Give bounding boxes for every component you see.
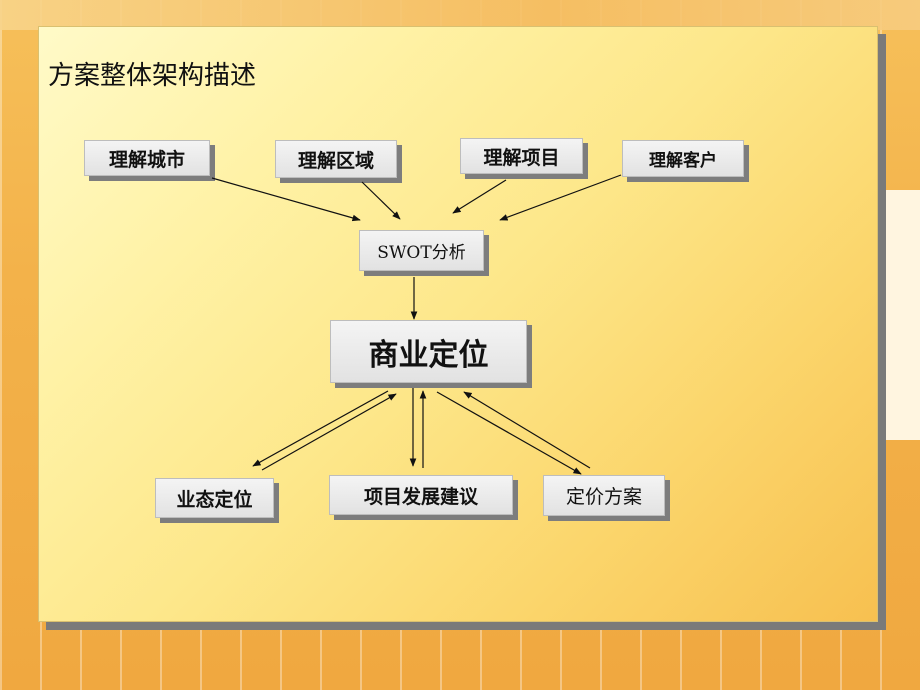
- input-box-project: 理解项目: [460, 138, 583, 174]
- content-panel: [38, 26, 878, 622]
- arrow-project-to-swot: [452, 179, 507, 214]
- output-box-development: 项目发展建议: [329, 475, 513, 515]
- business-positioning-box: 商业定位: [330, 320, 527, 383]
- background-top-strip: [0, 0, 920, 30]
- input-box-customer: 理解客户: [622, 140, 744, 177]
- arrow-customer-to-swot: [499, 174, 622, 221]
- arrow-pricing-to-core: [463, 391, 591, 469]
- input-box-region: 理解区域: [275, 140, 397, 178]
- output-box-format: 业态定位: [155, 478, 274, 518]
- slide-title: 方案整体架构描述: [48, 61, 257, 91]
- arrow-core-to-format: [252, 390, 389, 467]
- output-box-pricing: 定价方案: [543, 475, 665, 516]
- arrow-region-to-swot: [361, 181, 401, 220]
- arrow-format-to-core: [261, 393, 397, 471]
- input-box-city: 理解城市: [84, 140, 210, 176]
- arrow-city-to-swot: [211, 177, 361, 222]
- swot-analysis-box: SWOT分析: [359, 230, 484, 271]
- arrow-core-to-pricing: [436, 391, 582, 475]
